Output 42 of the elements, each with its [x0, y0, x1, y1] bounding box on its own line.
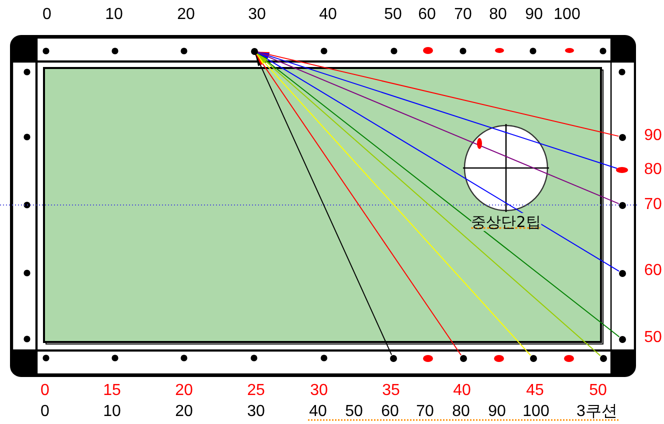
- scale-number: 20: [177, 6, 195, 24]
- scale-number: 40: [309, 403, 327, 421]
- scale-number: 50: [345, 403, 363, 421]
- scale-number: 60: [644, 262, 662, 280]
- arrow: [256, 52, 620, 204]
- scale-number: 15: [103, 382, 121, 400]
- scale-number: 90: [644, 127, 662, 145]
- scale-number: 10: [103, 403, 121, 421]
- ball-caption: 중상단2팁: [471, 213, 541, 231]
- scale-number: 40: [319, 6, 337, 24]
- scale-number: 50: [589, 382, 607, 400]
- scale-number: 10: [105, 6, 123, 24]
- scale-number: 0: [40, 382, 50, 400]
- scale-number: 100: [522, 403, 550, 421]
- scale-number: 50: [384, 6, 402, 24]
- scale-number: 20: [175, 382, 193, 400]
- scale-number: 80: [452, 403, 470, 421]
- scale-number: 40: [453, 382, 471, 400]
- row-label: 3쿠션: [576, 403, 618, 421]
- scale-number: 70: [416, 403, 434, 421]
- scale-number: 20: [175, 403, 193, 421]
- scale-number: 100: [554, 6, 580, 24]
- scale-number: 30: [247, 403, 265, 421]
- arrow: [256, 52, 618, 169]
- arrow: [254, 54, 392, 356]
- arrow: [256, 51, 620, 137]
- scale-number: 0: [42, 6, 52, 24]
- scale-number: 80: [489, 6, 507, 24]
- scale-number: 90: [525, 6, 543, 24]
- scale-number: 60: [418, 6, 436, 24]
- scale-number: 45: [526, 382, 544, 400]
- scale-number: 50: [644, 329, 662, 347]
- scale-number: 80: [644, 161, 662, 179]
- scale-number: 25: [247, 382, 265, 400]
- scale-number: 60: [381, 403, 399, 421]
- scale-number: 0: [40, 403, 50, 421]
- scale-number: 90: [488, 403, 506, 421]
- scale-number: 35: [382, 382, 400, 400]
- scale-number: 70: [454, 6, 472, 24]
- scale-number: 30: [310, 382, 328, 400]
- scale-number: 30: [248, 6, 266, 24]
- scale-number: 70: [644, 196, 662, 214]
